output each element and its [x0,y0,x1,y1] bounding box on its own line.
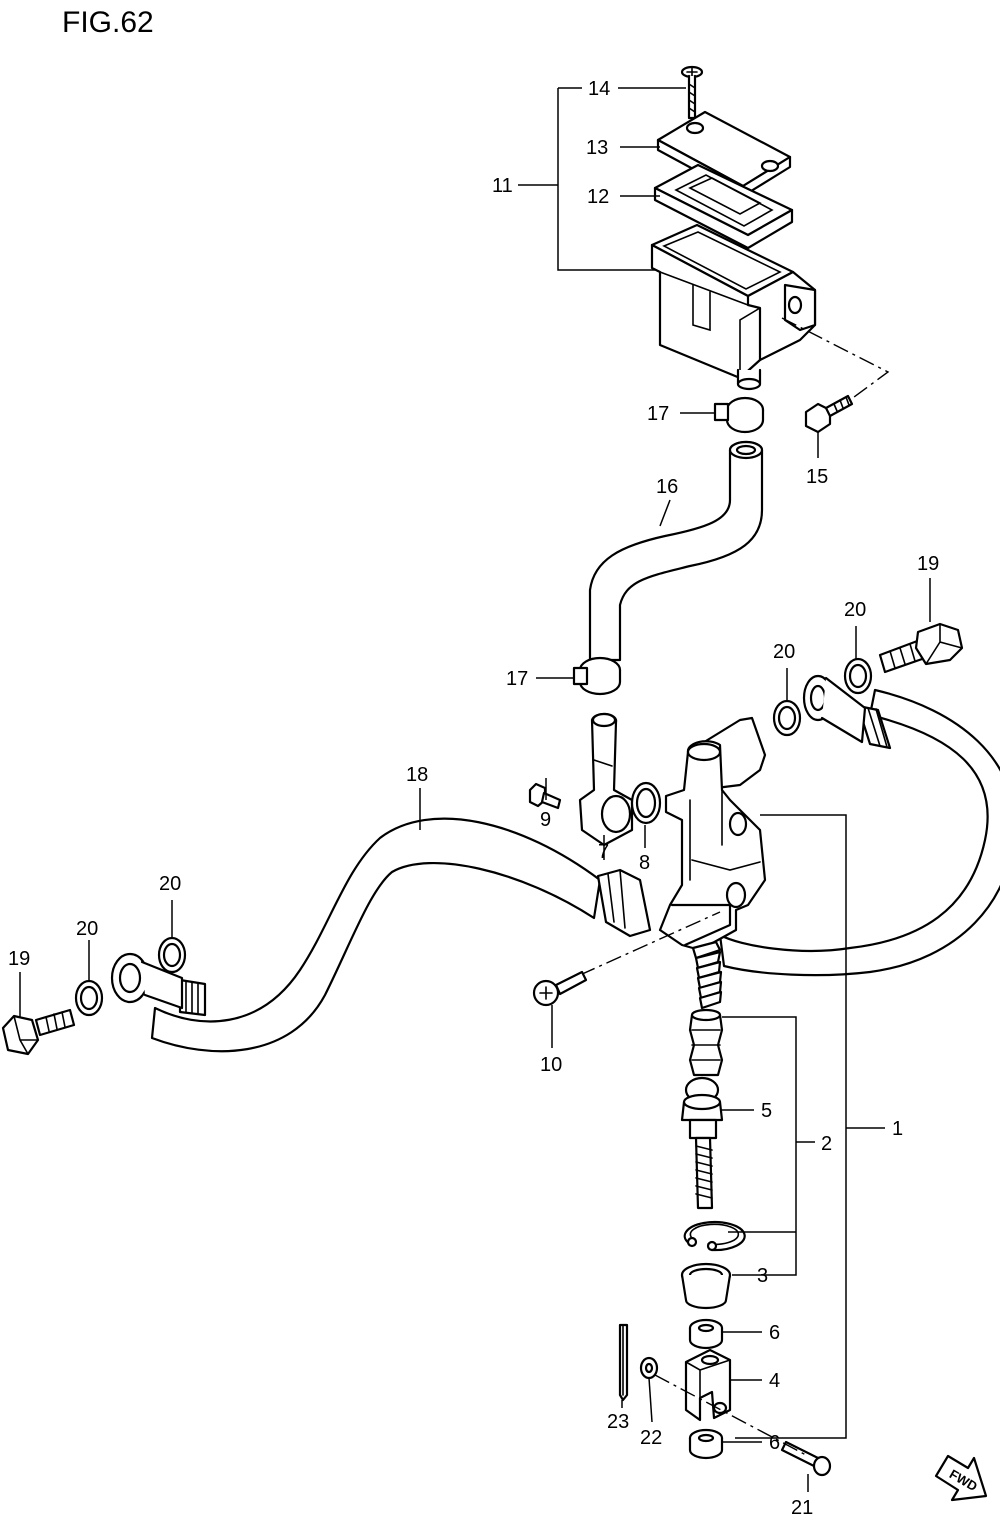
callout-20-right-lower: 20 [773,641,795,663]
callout-19-left: 19 [8,948,30,970]
callout-15: 15 [806,466,828,488]
cotter-pin [618,1323,629,1402]
callout-21: 21 [791,1497,813,1519]
reservoir-diaphragm [653,163,794,250]
callout-2: 2 [821,1133,832,1155]
master-cylinder-body [658,716,767,952]
callout-6-upper: 6 [769,1322,780,1344]
banjo-bolt-right [878,622,964,674]
bolt-alignment-line [781,317,890,401]
clevis [684,1348,732,1422]
hose-clamp-upper [713,396,765,434]
o-ring [630,781,662,825]
callout-17-lower: 17 [506,668,528,690]
leader-lines [19,87,931,1492]
callout-6-lower: 6 [769,1432,780,1454]
banjo-fitting-right [802,674,867,744]
callout-5: 5 [761,1100,772,1122]
washer-small [639,1356,659,1380]
brake-hose-right [718,688,1000,977]
banjo-fitting-left [110,952,184,1010]
callout-10: 10 [540,1054,562,1076]
washer-left-lower [74,979,104,1017]
callout-22: 22 [640,1427,662,1449]
callout-20-left-lower: 20 [76,918,98,940]
washer-right-lower [772,699,802,737]
callout-20-right-upper: 20 [844,599,866,621]
inlet-connector [578,712,634,847]
callout-20-left-upper: 20 [159,873,181,895]
snap-ring [683,1220,746,1252]
nut-lower [688,1428,724,1460]
hose-clamp-lower [572,656,622,696]
reservoir-screw [680,65,704,120]
mounting-alignment-line [579,911,721,976]
push-rod [680,1076,724,1210]
nut-upper [688,1318,724,1350]
boot [680,1262,732,1310]
callout-19-right: 19 [917,553,939,575]
banjo-bolt-left [1,1008,76,1056]
forward-arrow-icon: FWD [934,1454,988,1502]
reservoir-body [650,223,817,391]
callout-3: 3 [757,1265,768,1287]
callout-16: 16 [656,476,678,498]
callout-11: 11 [492,175,513,197]
return-spring [691,940,723,1010]
callout-9: 9 [540,809,551,831]
clevis-pin [780,1440,832,1477]
callout-8: 8 [639,852,650,874]
callout-17-upper: 17 [647,403,669,425]
washer-left-upper [157,936,187,974]
piston [688,1008,724,1077]
callout-12: 12 [587,186,609,208]
callout-14: 14 [588,78,610,100]
reservoir-hose [588,440,764,662]
mounting-screw [532,970,588,1007]
callout-1: 1 [892,1118,903,1140]
brake-hose-left [150,817,652,1053]
washer-right-upper [843,657,873,695]
callout-4: 4 [769,1370,780,1392]
callout-13: 13 [586,137,608,159]
callout-7: 7 [598,841,609,863]
bleeder-screw [528,782,562,810]
callout-18: 18 [406,764,428,786]
callout-23: 23 [607,1411,629,1433]
figure-title: FIG.62 [62,6,154,39]
mounting-bolt [804,394,854,434]
